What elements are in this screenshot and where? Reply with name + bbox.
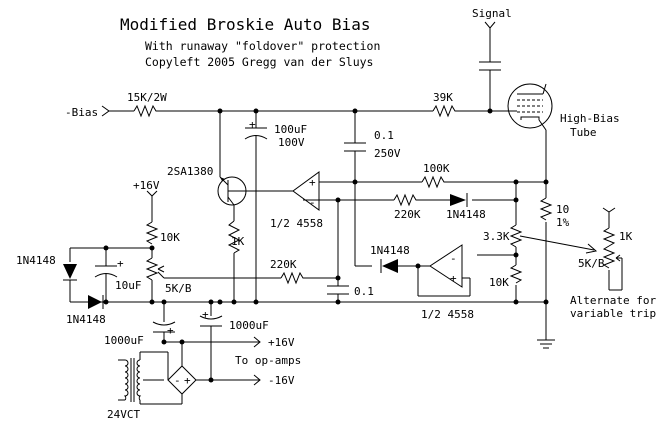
resistor-1k-mid-icon bbox=[227, 220, 241, 254]
pot-wiper-arrow-icon bbox=[157, 265, 165, 273]
opamp-top-icon: + - bbox=[292, 171, 320, 211]
ground-icon bbox=[537, 339, 555, 349]
resistor-220k-top-label: 220K bbox=[394, 208, 421, 221]
capacitor-1000uf-left-plus: + bbox=[167, 324, 174, 337]
to-opamps-label: To op-amps bbox=[235, 354, 301, 367]
alternate-label-2: variable trip bbox=[570, 307, 656, 320]
diagram-title: Modified Broskie Auto Bias bbox=[120, 15, 370, 34]
resistor-15k-icon bbox=[133, 104, 158, 118]
capacitor-01-bottom-label: 0.1 bbox=[354, 285, 374, 298]
plus16-arrow-icon bbox=[146, 190, 158, 197]
capacitor-01-label: 0.1 bbox=[374, 129, 394, 142]
resistor-10k-left-label: 10K bbox=[160, 231, 180, 244]
diode-left-vertical-icon bbox=[63, 264, 77, 281]
resistor-10-icon bbox=[539, 197, 553, 221]
tube-label-1: High-Bias bbox=[560, 112, 620, 125]
capacitor-1000uf-left-label: 1000uF bbox=[104, 334, 144, 347]
bridge-rectifier-icon: - + bbox=[167, 365, 197, 395]
bias-input-arrow-icon bbox=[101, 105, 110, 117]
transistor-icon bbox=[217, 176, 247, 206]
tube-label-2: Tube bbox=[570, 126, 597, 139]
capacitor-01-bottom-icon bbox=[327, 285, 349, 295]
signal-label: Signal bbox=[472, 7, 512, 20]
resistor-3-3k-label: 3.3K bbox=[483, 230, 510, 243]
diode-left-top-label: 1N4148 bbox=[16, 254, 56, 267]
resistor-220k-top-icon bbox=[393, 193, 418, 207]
resistor-10k-right-icon bbox=[509, 264, 523, 284]
opamp-bottom-icon: - + bbox=[429, 244, 463, 288]
capacitor-10uf-plus: + bbox=[117, 257, 124, 270]
capacitor-1000uf-right-label: 1000uF bbox=[229, 319, 269, 332]
pot-5kb-left-label: 5K/B bbox=[165, 282, 192, 295]
resistor-100k-icon bbox=[421, 175, 446, 189]
diode-mid-icon bbox=[450, 193, 468, 207]
capacitor-10uf-label: 10uF bbox=[115, 279, 142, 292]
minus16-output-arrow-icon bbox=[253, 374, 261, 386]
wires bbox=[69, 28, 547, 405]
diagram-subtitle-1: With runaway "foldover" protection bbox=[145, 39, 380, 53]
bias-input-label: -Bias bbox=[65, 106, 98, 119]
minus16-output-label: -16V bbox=[268, 374, 295, 387]
resistor-10-label: 10 bbox=[556, 203, 569, 216]
capacitor-250v-label: 250V bbox=[374, 147, 401, 160]
capacitor-1000uf-right-icon bbox=[199, 315, 223, 327]
resistor-10k-right-label: 10K bbox=[489, 276, 509, 289]
resistor-39k-label: 39K bbox=[433, 91, 453, 104]
resistor-1pct-label: 1% bbox=[556, 216, 570, 229]
opamp-bottom-label: 1/2 4558 bbox=[421, 308, 474, 321]
transistor-label: 2SA1380 bbox=[167, 165, 213, 178]
diode-left-bottom-label: 1N4148 bbox=[66, 313, 106, 326]
diode-left-horizontal-icon bbox=[88, 295, 104, 309]
resistor-39k-icon bbox=[432, 104, 457, 118]
capacitor-100v-label: 100V bbox=[278, 136, 305, 149]
transformer-label: 24VCT bbox=[107, 408, 140, 421]
pot-5kb-left-icon bbox=[145, 257, 159, 281]
alternate-label-1: Alternate for bbox=[570, 294, 656, 307]
resistor-220k-bottom-label: 220K bbox=[270, 258, 297, 271]
capacitor-signal-icon bbox=[479, 61, 501, 71]
resistor-100k-label: 100K bbox=[423, 162, 450, 175]
svg-text:+: + bbox=[450, 272, 457, 285]
diode-bottom-icon bbox=[380, 259, 398, 273]
resistor-10k-left-icon bbox=[145, 221, 159, 245]
diode-bottom-label: 1N4148 bbox=[370, 244, 410, 257]
capacitor-1000uf-right-plus: + bbox=[202, 308, 209, 321]
capacitor-100uf-icon bbox=[244, 127, 268, 140]
capacitor-100uf-label: 100uF bbox=[274, 123, 307, 136]
pot-5kb-right-label: 5K/B bbox=[578, 257, 605, 270]
tube-icon bbox=[507, 83, 553, 131]
capacitor-10uf-icon bbox=[94, 265, 118, 278]
plus16-top-label: +16V bbox=[133, 179, 160, 192]
svg-text:+: + bbox=[184, 374, 191, 387]
resistor-220k-bottom-icon bbox=[280, 271, 305, 285]
transformer-icon bbox=[118, 358, 155, 402]
plus16-output-arrow-icon bbox=[253, 336, 261, 348]
capacitor-01-icon bbox=[344, 142, 366, 152]
opamp-top-label: 1/2 4558 bbox=[270, 217, 323, 230]
capacitor-100uf-plus: + bbox=[249, 118, 256, 131]
junction-dots bbox=[103, 108, 549, 383]
alternate-pot-network bbox=[519, 207, 623, 291]
diagram-subtitle-2: Copyleft 2005 Gregg van der Sluys bbox=[145, 55, 373, 69]
svg-text:-: - bbox=[174, 374, 181, 387]
resistor-3-3k-icon bbox=[509, 224, 523, 248]
resistor-1k-right-label: 1K bbox=[619, 230, 633, 243]
svg-text:+: + bbox=[309, 176, 316, 189]
resistor-15k-label: 15K/2W bbox=[127, 91, 167, 104]
svg-text:-: - bbox=[450, 252, 457, 265]
capacitor-1000uf-left-icon bbox=[152, 321, 176, 333]
diode-mid-label: 1N4148 bbox=[446, 208, 486, 221]
plus16-output-label: +16V bbox=[268, 336, 295, 349]
svg-text:-: - bbox=[309, 196, 316, 209]
signal-input-arrow-icon bbox=[484, 21, 496, 29]
